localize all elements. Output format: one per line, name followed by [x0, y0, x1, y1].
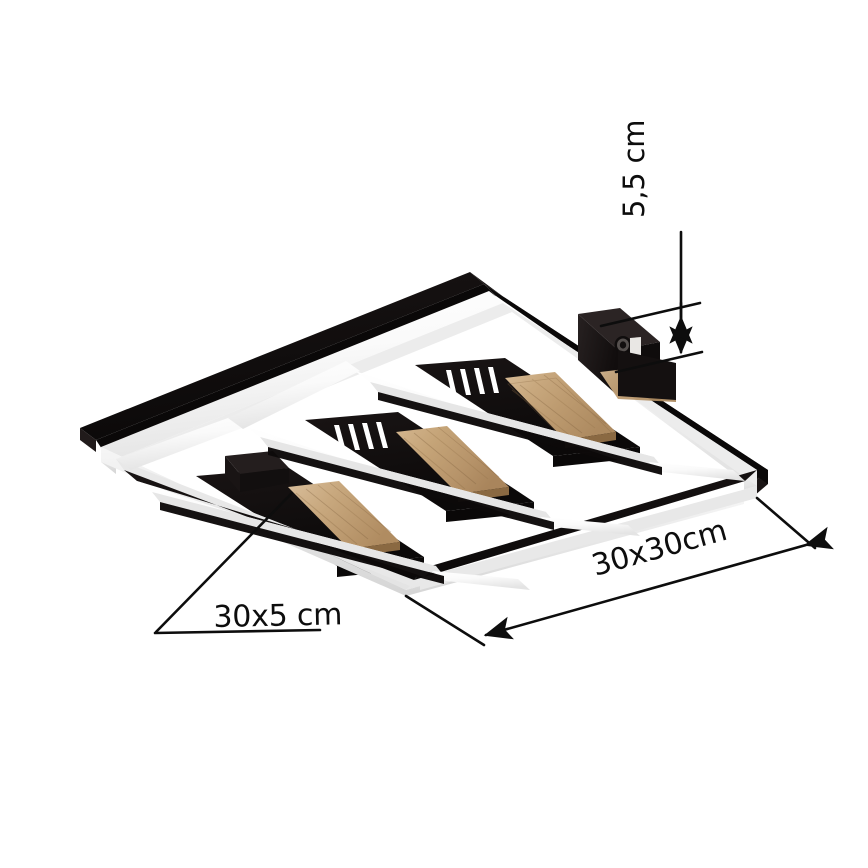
dimension-depth — [599, 230, 704, 374]
bracket-screw-plate-icon — [630, 337, 641, 355]
near-bar-riser-side — [240, 468, 289, 492]
size-extension-left — [404, 594, 486, 647]
depth-extension-lower — [614, 350, 704, 374]
grid-connector-left-a — [116, 415, 250, 470]
dimension-panel — [153, 491, 322, 635]
back-rail-black-side — [80, 428, 96, 452]
grid-rail-middle-edge — [260, 437, 554, 522]
grid-rail-far-edge — [370, 382, 662, 467]
dimension-label-depth: 5,5 cm — [617, 119, 651, 218]
size-extension-right — [755, 496, 817, 550]
wood-grain-near — [295, 482, 392, 545]
bracket-screw-core-icon — [619, 341, 627, 349]
vent-slot-icon — [474, 368, 485, 394]
vent-slot-icon — [348, 424, 360, 450]
rear-shadow-c — [378, 392, 662, 475]
dimension-size — [404, 496, 834, 647]
vent-slot-icon — [446, 370, 457, 396]
near-bar-riser-face — [225, 456, 240, 492]
grid-connector-right-a — [648, 462, 745, 481]
dimension-label-panel: 30x5 cm — [213, 597, 343, 635]
rear-shadow-a — [160, 502, 444, 584]
size-arrow — [483, 526, 834, 640]
vent-slot-icon — [362, 423, 374, 449]
vent-slot-group-far — [446, 367, 499, 396]
rear-shadow-rails — [160, 392, 662, 584]
wood-panel-near — [288, 481, 400, 549]
panel-leader-underline — [153, 628, 322, 635]
grid-rail-near-edge — [152, 492, 444, 576]
grid-connector-left-b — [228, 361, 360, 429]
depth-extension-upper — [599, 301, 702, 328]
diffuser-grid — [116, 361, 745, 590]
vent-slot-icon — [488, 367, 499, 393]
vent-slot-icon — [334, 425, 346, 451]
back-rail-black-top — [80, 272, 484, 440]
panel-leader-diagonal — [154, 491, 294, 634]
vent-slot-icon — [460, 369, 471, 395]
back-rail-diffuser-top — [101, 291, 503, 459]
vent-slot-group-middle — [334, 422, 388, 451]
wood-panel-middle — [396, 426, 509, 494]
bracket-black-foot — [618, 350, 676, 400]
wood-grain-middle — [403, 426, 500, 490]
rear-shadow-b — [268, 447, 554, 530]
ceiling-bracket — [578, 308, 676, 402]
near-bar-riser-top — [225, 451, 289, 474]
vent-slot-icon — [376, 422, 388, 448]
wood-panel-far — [505, 372, 616, 440]
